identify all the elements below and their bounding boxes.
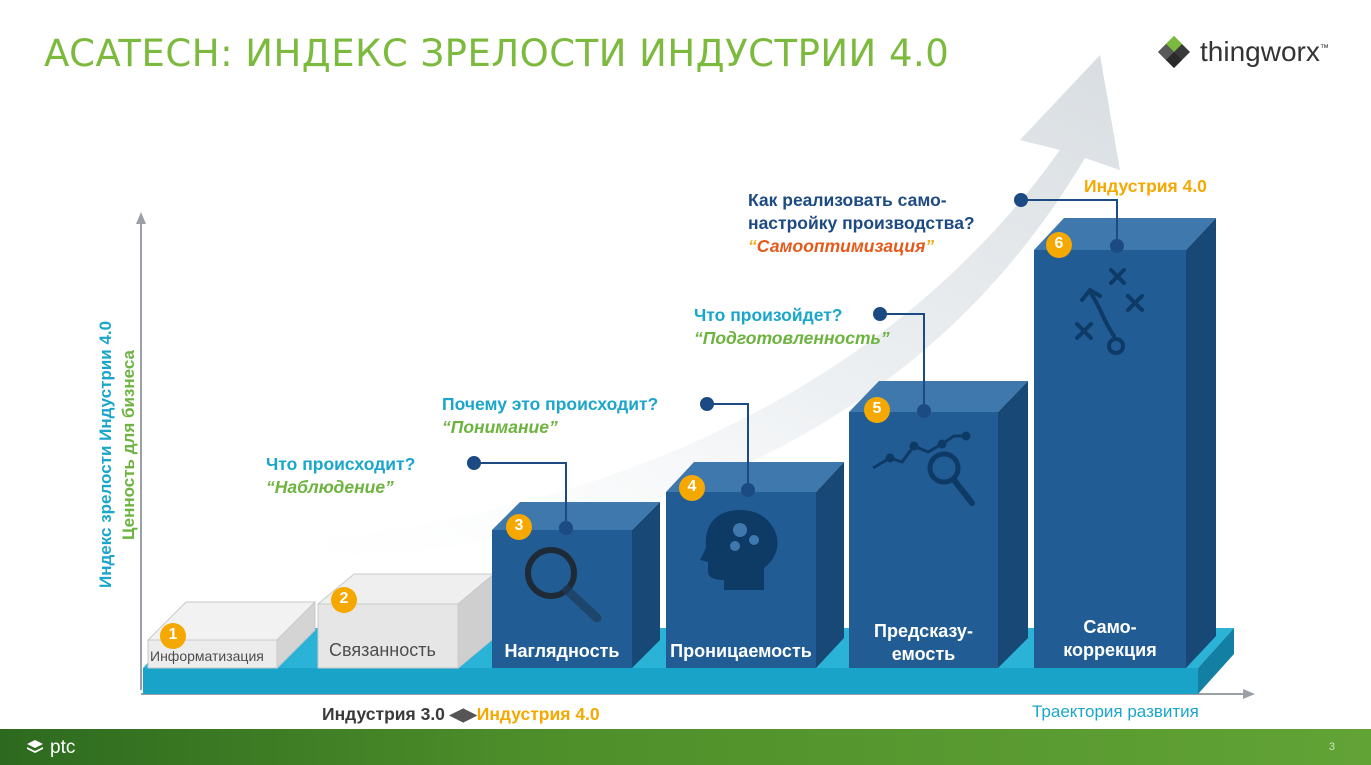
stage-3-question: Что происходит? “Наблюдение” [266, 454, 416, 497]
connector-3 [467, 456, 573, 535]
stage-1-label: Информатизация [150, 648, 264, 664]
trajectory-label: Траектория развития [1032, 702, 1199, 721]
stage-4-question: Почему это происходит? “Понимание” [442, 394, 659, 437]
connector-5 [873, 307, 931, 418]
badge-4 [679, 475, 705, 501]
y-axis-label-1: Индекс зрелости Индустрии 4.0 [96, 320, 115, 588]
badge-3-number: 3 [514, 517, 524, 534]
badge-5 [864, 397, 890, 423]
growth-arrow-shape [190, 55, 1120, 558]
badge-1-number: 1 [168, 626, 178, 643]
right-arrow-icon: ▶ [463, 704, 477, 724]
base-platform-front [143, 668, 1198, 694]
page-number: 3 [1328, 741, 1335, 753]
badge-2-number: 2 [339, 590, 349, 607]
left-arrow-icon: ◀ [449, 704, 464, 724]
badge-3 [506, 514, 532, 540]
connector-6 [1014, 193, 1124, 253]
badge-6-number: 6 [1054, 235, 1064, 252]
stage-2-label: Связанность [329, 640, 436, 660]
brand-name: thingworx™ [1200, 36, 1329, 67]
stage-4-label: Проницаемость [670, 641, 812, 661]
y-axis-label-2: Ценность для бизнеса [119, 350, 138, 540]
stage-3-label: Наглядность [504, 641, 620, 661]
stage-6-question: Как реализовать само- настройку производ… [748, 190, 975, 256]
stage-5-question: Что произойдет? “Подготовленность” [694, 305, 890, 348]
magnifier-icon [525, 547, 602, 623]
badge-4-number: 4 [687, 478, 697, 495]
x-axis-arrow-icon [1243, 689, 1255, 699]
industry-transition: Индустрия 3.0 ◀▶Индустрия 4.0 [322, 704, 600, 724]
analytics-magnifier-icon [872, 431, 975, 506]
thingworx-logo: thingworx™ [1156, 32, 1329, 72]
stage-6-label: Само-коррекция [1063, 617, 1157, 660]
badge-1 [160, 623, 186, 649]
badge-6 [1046, 232, 1072, 258]
stage-5-label: Предсказу-емость [874, 621, 973, 664]
connector-4 [700, 397, 755, 497]
ptc-mark-icon [27, 740, 43, 753]
maturity-diagram [136, 55, 1255, 699]
badge-2 [331, 587, 357, 613]
ptc-logo: ptc [26, 737, 75, 759]
base-platform-side [1198, 628, 1234, 694]
head-gears-icon [700, 510, 778, 590]
page-title: ACATECH: ИНДЕКС ЗРЕЛОСТИ ИНДУСТРИИ 4.0 [44, 32, 950, 75]
strategy-play-icon [1075, 268, 1144, 355]
badge-5-number: 5 [872, 400, 882, 417]
footer-bar: ptc 3 [0, 729, 1371, 765]
y-axis-arrow-icon [136, 212, 146, 224]
thingworx-mark-icon [1158, 36, 1190, 68]
top-industry-label: Индустрия 4.0 [1084, 176, 1207, 196]
